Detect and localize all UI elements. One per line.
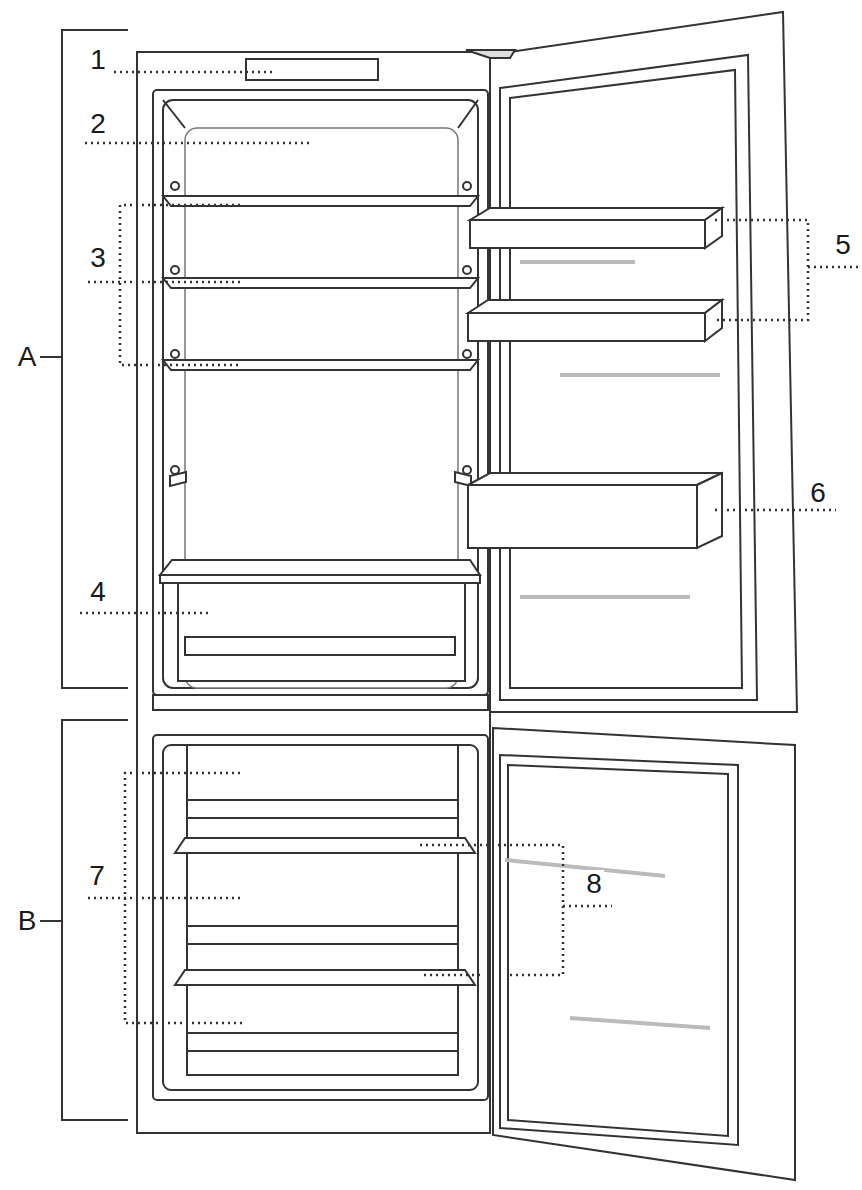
leader-line	[420, 845, 612, 975]
freezer-inner	[163, 745, 478, 1090]
freezer-shelf	[175, 970, 475, 985]
crisper-cover	[160, 560, 480, 575]
fridge-liner	[153, 90, 488, 695]
shelf-stud	[171, 182, 179, 190]
divider	[153, 695, 488, 710]
door-frame	[500, 55, 757, 700]
glass-shelf	[163, 360, 478, 370]
freezer-drawer	[187, 745, 458, 840]
leader-line	[80, 612, 210, 615]
callout-number: 2	[88, 110, 108, 138]
callout-number: 6	[808, 479, 828, 507]
leader-line	[85, 773, 245, 1023]
fridge-door	[466, 12, 797, 712]
section-letter: A	[16, 343, 39, 371]
leader-lines	[80, 72, 858, 1023]
freezer-door	[493, 728, 795, 1180]
crisper-drawer	[178, 583, 465, 681]
drawer-front	[187, 800, 458, 818]
section-letter: B	[16, 907, 39, 935]
door-panel	[508, 765, 728, 1136]
leader-line	[85, 205, 240, 365]
door-bin-top	[468, 473, 722, 485]
freezer-shelf	[175, 838, 475, 853]
freezer-liner	[153, 735, 488, 1100]
door-frame	[500, 755, 738, 1145]
door-bin	[468, 313, 705, 341]
drawer-front	[187, 1033, 458, 1051]
shelf-support	[170, 472, 471, 486]
shelf-stud	[463, 266, 471, 274]
bracket-b	[62, 720, 128, 1120]
door-bin-side	[697, 473, 722, 548]
shelf-stud	[171, 266, 179, 274]
door-bin-top	[470, 208, 722, 220]
crisper-cover-edge	[160, 575, 480, 583]
cabinet	[137, 52, 490, 1133]
leader-line	[114, 71, 272, 74]
fridge-inner	[163, 100, 478, 688]
cabinet-body	[137, 52, 490, 1133]
shelf-stud	[463, 182, 471, 190]
brackets	[40, 30, 128, 1120]
door-bin-side	[705, 300, 722, 341]
callout-number: 8	[584, 870, 604, 898]
hinge	[466, 50, 515, 58]
shelf-stud	[171, 350, 179, 358]
door-outer	[493, 728, 795, 1180]
door-bin	[468, 485, 697, 548]
shelf-stud	[463, 350, 471, 358]
door-bin-top	[468, 300, 722, 313]
panel-shine	[505, 860, 710, 1028]
callout-number: 4	[88, 578, 108, 606]
bracket-tick	[40, 920, 62, 922]
freezer-drawers	[175, 745, 475, 1075]
freezer-drawer	[187, 853, 458, 973]
drawer-front	[187, 926, 458, 944]
crisper-handle	[185, 637, 455, 655]
door-panel	[510, 70, 742, 688]
freezer-drawer	[187, 985, 458, 1075]
shelf-stud	[171, 466, 179, 474]
callout-number: 7	[87, 862, 107, 890]
fridge-shelves	[160, 182, 480, 681]
door-outer	[490, 12, 797, 712]
door-bin	[470, 220, 705, 248]
shelf-stud	[463, 466, 471, 474]
bracket-a	[62, 30, 128, 688]
leader-line	[715, 509, 836, 512]
corner-line	[163, 100, 478, 128]
glass-shelf	[163, 196, 478, 206]
leader-line	[715, 220, 858, 320]
callout-number: 5	[833, 231, 853, 259]
door-bin-side	[705, 208, 722, 248]
glass-shelf	[163, 278, 478, 288]
callout-number: 3	[88, 244, 108, 272]
bracket-tick	[40, 356, 62, 358]
leader-line	[85, 142, 312, 145]
control-panel	[246, 59, 378, 80]
callout-number: 1	[88, 46, 108, 74]
